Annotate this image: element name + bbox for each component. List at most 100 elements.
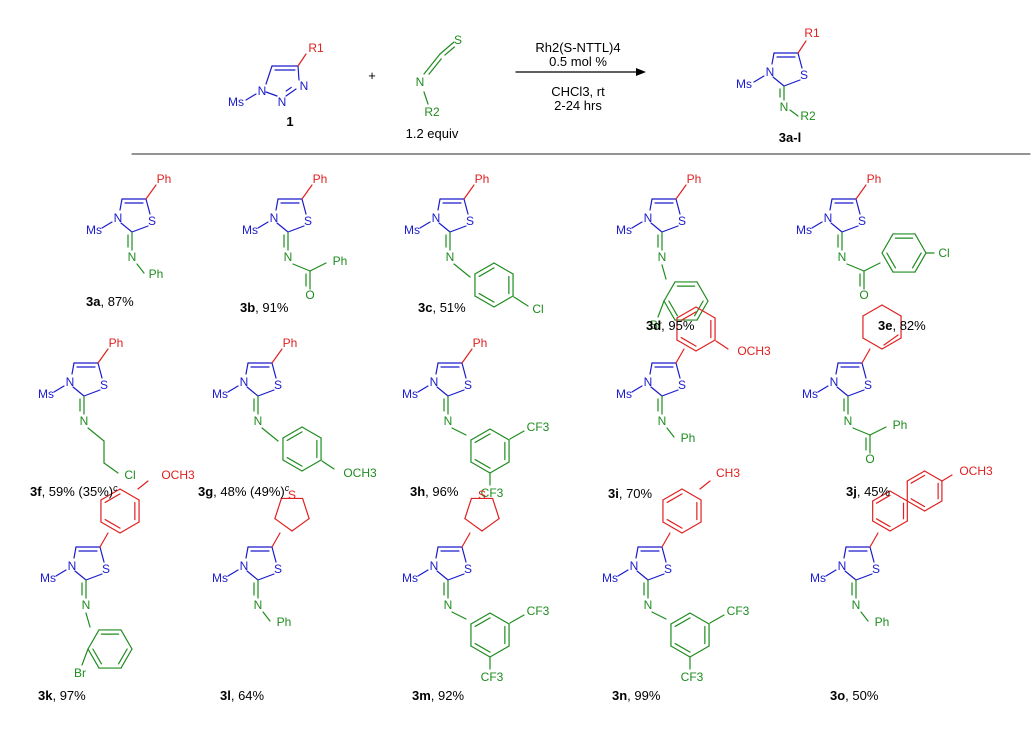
product-caption-3o-part: 3o — [830, 688, 845, 703]
ring-bond — [861, 362, 867, 379]
product-caption-3c: 3c, 51% — [418, 300, 466, 315]
cl-label: Cl — [532, 302, 543, 316]
product-caption-3d: 3d, 95% — [646, 318, 695, 333]
thiophene-bond — [464, 517, 483, 532]
ring-bond — [449, 225, 467, 233]
thiophene-s-label: S — [288, 488, 296, 502]
ar-bond — [675, 348, 685, 364]
acyl-ph-label: Ph — [893, 418, 908, 432]
naphthalene-b-bond — [906, 500, 926, 512]
ncs-n-label: N — [416, 75, 425, 89]
ring-bond — [855, 198, 861, 215]
ring-bond — [73, 546, 77, 559]
product-caption-3f-part: , 59% (35%) — [42, 484, 114, 499]
c-ph-bond — [309, 262, 327, 272]
ring-bond — [797, 52, 803, 69]
bromophenyl-bond — [87, 648, 100, 669]
ring-bond — [435, 362, 439, 375]
solvent-label-part: CHCl3, rt — [551, 84, 605, 99]
ring-bond — [841, 225, 859, 233]
plus-sign: + — [368, 68, 376, 83]
ring-bond — [438, 222, 451, 233]
ring-bond — [771, 52, 775, 65]
naphthalene-b-bond — [923, 470, 943, 482]
ring-n-label: N — [114, 211, 123, 225]
methoxyphenyl-inner — [286, 431, 303, 442]
ring-bond — [636, 570, 649, 581]
n-ar-bond — [451, 427, 467, 436]
product-caption-3i-part: 3i — [608, 486, 619, 501]
ring-s-label: S — [464, 378, 472, 392]
ms-bond — [631, 221, 643, 229]
ms-bond — [617, 569, 629, 577]
cl-bond — [103, 462, 119, 474]
exo-n-label: N — [82, 598, 91, 612]
product-caption-3d-part: , 95% — [661, 318, 695, 333]
triazole-label: 1 — [286, 114, 293, 129]
ring-bond — [869, 546, 875, 563]
methoxyphenyl-bond — [119, 521, 140, 534]
ring-bond — [276, 222, 289, 233]
cf3-label: CF3 — [481, 486, 504, 500]
methoxyphenyl-bond — [301, 426, 322, 439]
exo-n-label: N — [254, 598, 263, 612]
naphthyl-bond — [869, 532, 879, 548]
ring-bond — [271, 362, 277, 379]
ph-bond — [675, 184, 687, 200]
bis-cf3-phenyl-bond — [470, 645, 491, 658]
product-caption-3m-part: , 92% — [431, 688, 465, 703]
ms-bond — [419, 221, 431, 229]
product-caption-3m: 3m, 92% — [412, 688, 464, 703]
ph-label: Ph — [109, 336, 124, 350]
ring-bond — [119, 198, 123, 211]
exo-n-label: N — [254, 414, 263, 428]
r2-ph-label: Ph — [277, 615, 292, 629]
exo-n-label: N — [658, 414, 667, 428]
product-caption-3j-part: 3j — [846, 484, 857, 499]
product-caption-3h-part: , 96% — [425, 484, 459, 499]
thiophene-bond — [301, 497, 310, 520]
r1-label: R1 — [308, 41, 324, 55]
ring-n-label: N — [240, 559, 249, 573]
cf3-label: CF3 — [527, 420, 550, 434]
ring-bond — [72, 386, 85, 397]
ring-bond — [461, 546, 467, 563]
ms-bond — [417, 569, 429, 577]
triazole-double — [285, 88, 297, 97]
och3-label: OCH3 — [161, 468, 195, 482]
bis-cf3-phenyl-bond — [489, 612, 510, 625]
bis-cf3-phenyl-bond — [470, 612, 491, 625]
ph-bond — [855, 184, 867, 200]
ring-bond — [71, 362, 75, 375]
ring-bond — [463, 198, 469, 215]
ring-bond — [257, 573, 275, 581]
ring-bond — [661, 546, 667, 563]
ring-n-label: N — [766, 65, 775, 79]
product-caption-3f-part: c — [113, 483, 118, 493]
bromophenyl-inner — [117, 648, 128, 665]
ch2-bond — [87, 427, 105, 442]
methoxyaryl-bond — [676, 306, 697, 319]
ring-bond — [271, 546, 277, 563]
ring-bond — [301, 198, 307, 215]
chlorophenyl-bond — [493, 262, 514, 275]
product-caption-3i-part: , 70% — [619, 486, 653, 501]
bromophenyl-bond — [663, 300, 676, 321]
ncs-double — [423, 53, 441, 75]
product-label-part: 3a-l — [779, 130, 801, 145]
ph-bond — [461, 348, 473, 364]
och3-label: OCH3 — [959, 464, 993, 478]
tolyl-inner — [666, 518, 683, 529]
cyclohexenyl-bond — [881, 304, 902, 317]
bromophenyl-bond — [120, 648, 133, 669]
n-c-bond — [852, 427, 871, 436]
r2-bond — [789, 109, 799, 117]
thiophene-bond — [491, 497, 500, 520]
ring-bond — [635, 546, 639, 559]
ring-bond — [835, 362, 839, 375]
cf3-bond — [509, 430, 525, 440]
ms-label: Ms — [242, 223, 258, 237]
ph-bond — [271, 348, 283, 364]
product-caption-3n: 3n, 99% — [612, 688, 661, 703]
ms-bond — [753, 75, 765, 83]
